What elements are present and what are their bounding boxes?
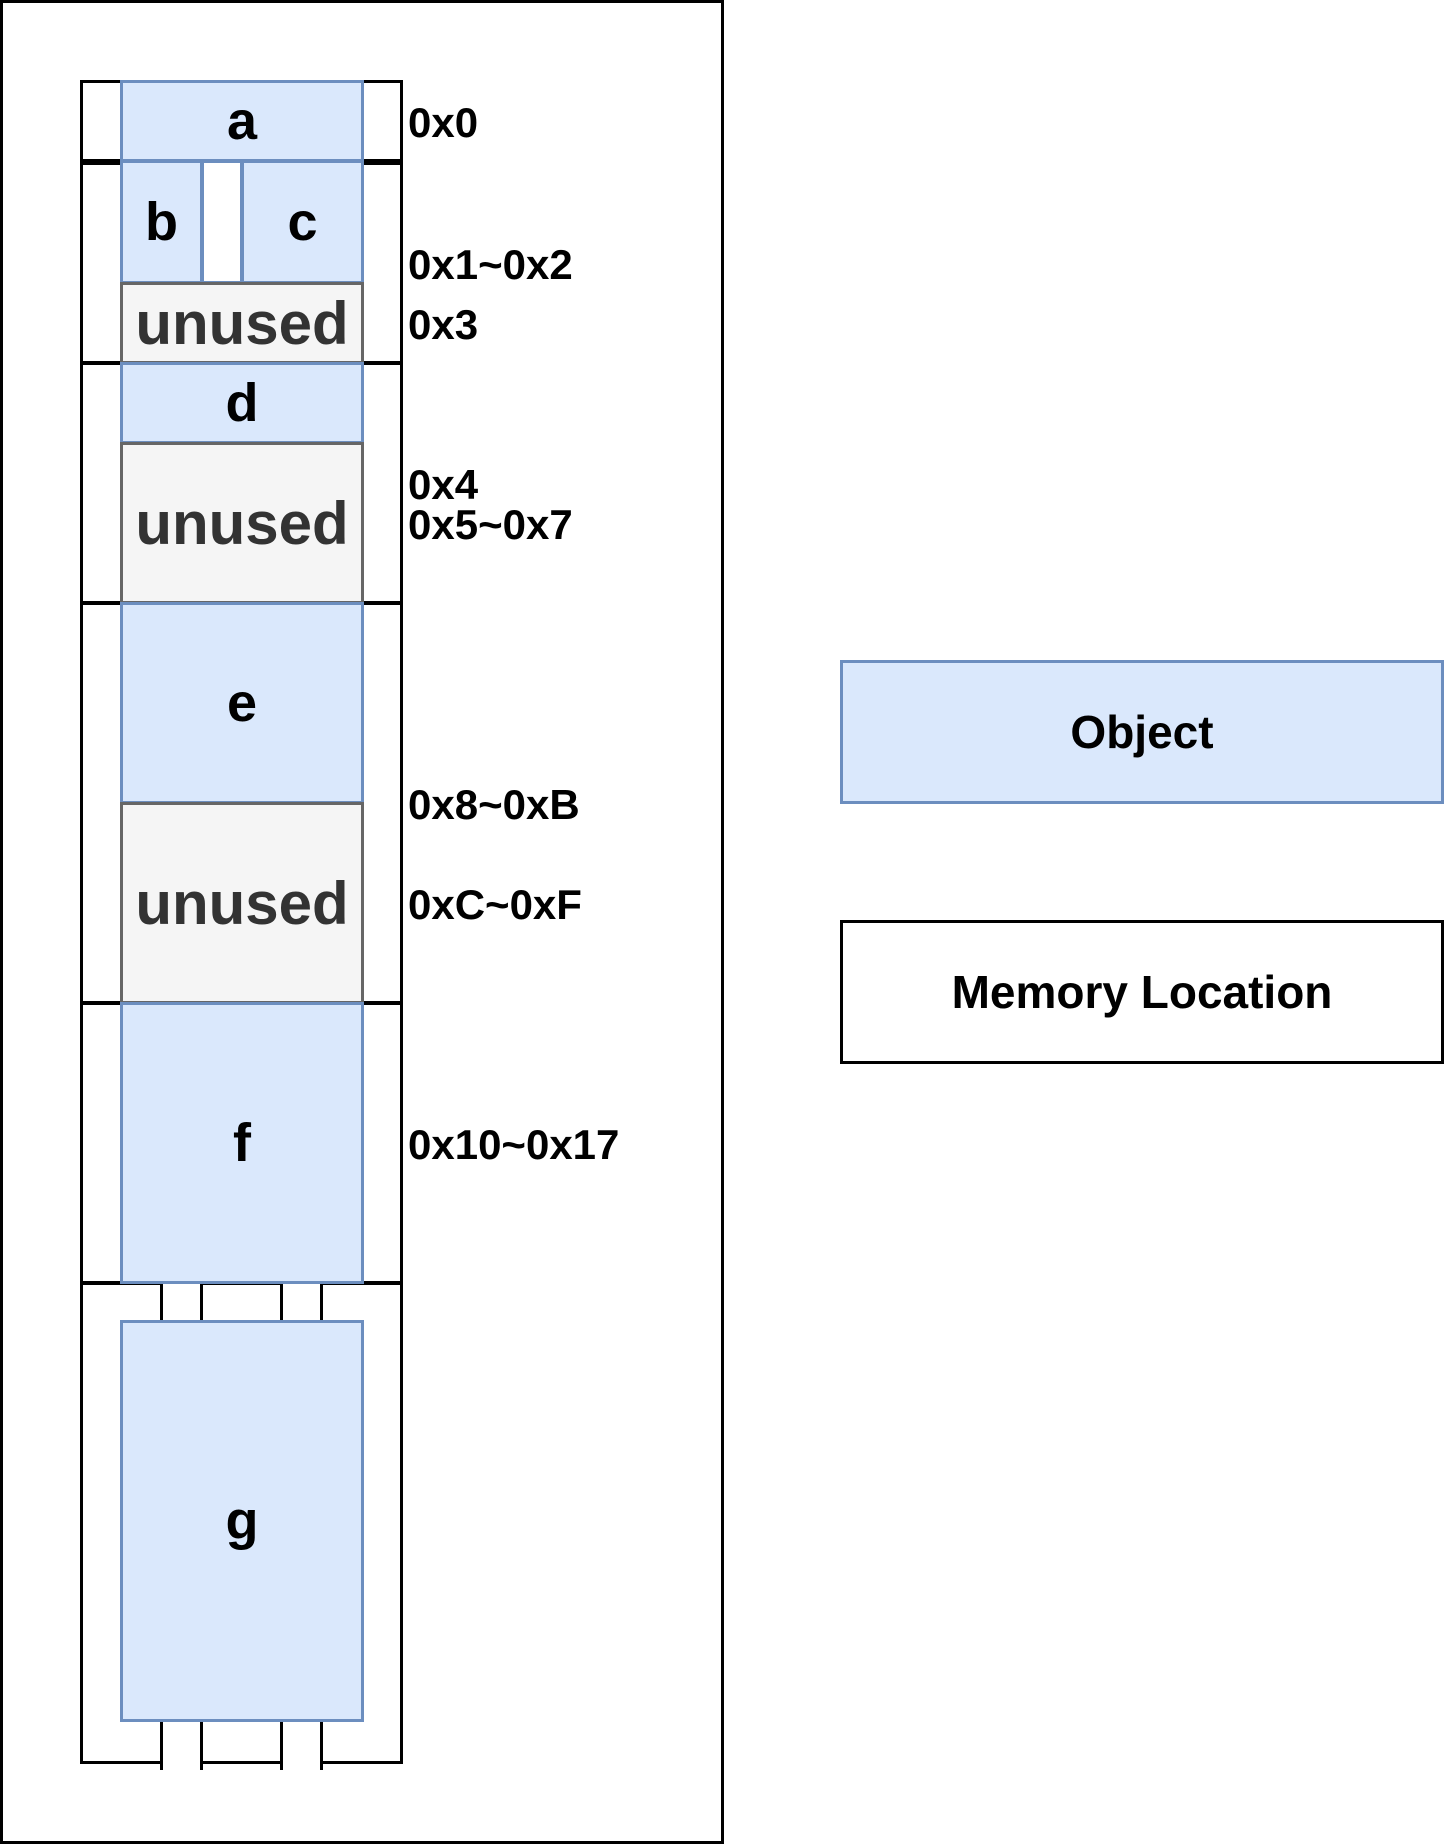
address-label: 0x8~0xB	[408, 781, 580, 828]
object-d: d	[120, 362, 364, 444]
bottom-gap-right	[280, 1720, 323, 1770]
unused-block-0x3: unused	[120, 282, 364, 364]
object-f: f	[120, 1002, 364, 1284]
address-label: 0xC~0xF	[408, 881, 582, 928]
address-label: 0x10~0x17	[408, 1121, 620, 1168]
bottom-gap-left	[160, 1720, 203, 1770]
object-e: e	[120, 602, 364, 804]
unused-block-0xC-0xF: unused	[120, 802, 364, 1004]
address-label: 0x4	[408, 461, 479, 508]
connector-gap-right	[280, 1280, 323, 1320]
address-label: 0x3	[408, 301, 479, 348]
address-label: 0x1~0x2	[408, 241, 573, 288]
address-label: 0x0	[408, 99, 479, 146]
unused-block-0x5-0x7: unused	[120, 442, 364, 604]
connector-gap-left	[160, 1280, 203, 1320]
legend-object: Object	[840, 660, 1444, 804]
object-b: b	[120, 160, 203, 284]
object-a: a	[120, 80, 364, 162]
address-label: 0x5~0x7	[408, 501, 573, 548]
object-c: c	[241, 160, 364, 284]
legend-memory-location: Memory Location	[840, 920, 1444, 1064]
object-g: g	[120, 1320, 364, 1722]
padding-gap	[201, 160, 243, 284]
